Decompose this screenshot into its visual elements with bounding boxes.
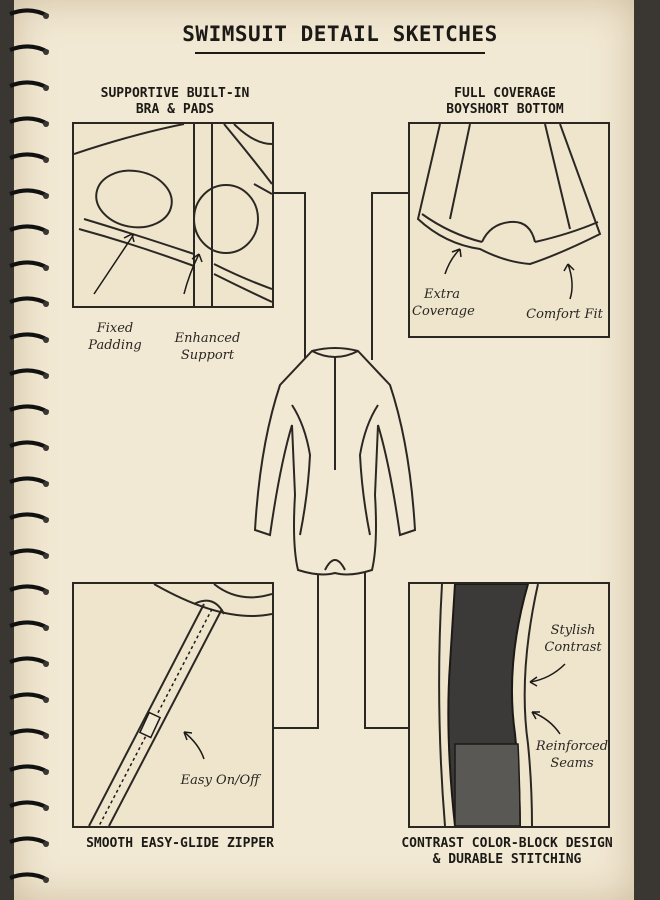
bra-sketch-panel [72,122,274,308]
binding-hole [43,445,49,451]
colorblock-heading: CONTRAST COLOR-BLOCK DESIGN & DURABLE ST… [401,836,613,867]
comfort-fit-note: Comfort Fit [526,307,603,322]
binding-hole [43,301,49,307]
binding-hole [43,265,49,271]
binding-hole [43,841,49,847]
binding-hole [43,409,49,415]
binding-hole [43,697,49,703]
binding-hole [43,121,49,127]
bottom-heading: FULL COVERAGE BOYSHORT BOTTOM [446,86,564,117]
binding-hole [43,85,49,91]
binding-hole [43,553,49,559]
binding-hole [43,805,49,811]
extra-coverage-note: Extra Coverage [412,287,475,319]
binding-hole [43,157,49,163]
binding-hole [43,49,49,55]
zipper-heading: SMOOTH EASY-GLIDE ZIPPER [86,836,274,851]
binding-hole [43,661,49,667]
fixed-padding-note: Fixed Padding [88,321,142,353]
enhanced-support-note: Enhanced Support [174,331,241,363]
zipper-sketch-panel [72,582,274,828]
zipper-sketch [88,584,272,826]
binding-hole [43,625,49,631]
binding-hole [43,13,49,19]
binding-hole [43,733,49,739]
page-title: SWIMSUIT DETAIL SKETCHES [182,22,498,46]
bottom-sketch-panel [408,122,610,338]
binding-hole [43,193,49,199]
swimsuit-sketch [253,347,417,576]
spiral-binding [9,8,49,883]
boyshort-sketch [416,124,602,300]
colorblock-sketch [438,584,566,826]
binding-hole [43,769,49,775]
binding-hole [43,229,49,235]
easy-on-off-note: Easy On/Off [180,773,260,788]
title-underline [195,52,485,54]
bra-sketch [74,124,272,306]
binding-hole [43,517,49,523]
binding-hole [43,589,49,595]
colorblock-sketch-panel [408,582,610,828]
binding-hole [43,337,49,343]
binding-hole [43,373,49,379]
reinforced-seams-note: Reinforced Seams [535,739,609,771]
binding-hole [43,481,49,487]
stylish-contrast-note: Stylish Contrast [544,623,602,655]
bra-heading: SUPPORTIVE BUILT-IN BRA & PADS [100,86,250,117]
binding-hole [43,877,49,883]
